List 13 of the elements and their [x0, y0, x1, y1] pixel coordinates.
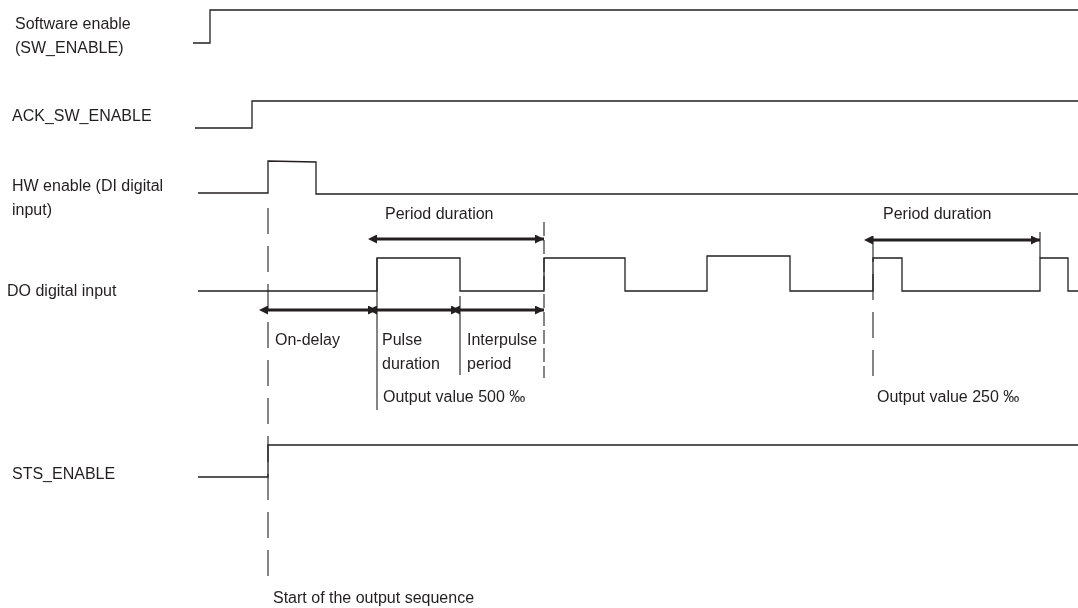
signal-label: Interpulse period	[467, 330, 539, 374]
signal-label: DO digital input	[7, 281, 118, 301]
signal-label: ACK_SW_ENABLE	[12, 106, 153, 126]
signal-label: Period duration	[385, 204, 495, 224]
signal-label: On-delay	[275, 330, 341, 350]
signal-label: Start of the output sequence	[273, 588, 476, 608]
signal-label: Period duration	[883, 204, 993, 224]
signal-label: STS_ENABLE	[12, 464, 117, 484]
signal-label: Output value 500 ‰	[383, 387, 527, 407]
signal-label: Software enable (SW_ENABLE)	[15, 14, 132, 58]
signal-label: Pulse duration	[382, 330, 441, 374]
signal-label: Output value 250 ‰	[877, 387, 1021, 407]
signal-label: HW enable (DI digital input)	[12, 176, 165, 220]
